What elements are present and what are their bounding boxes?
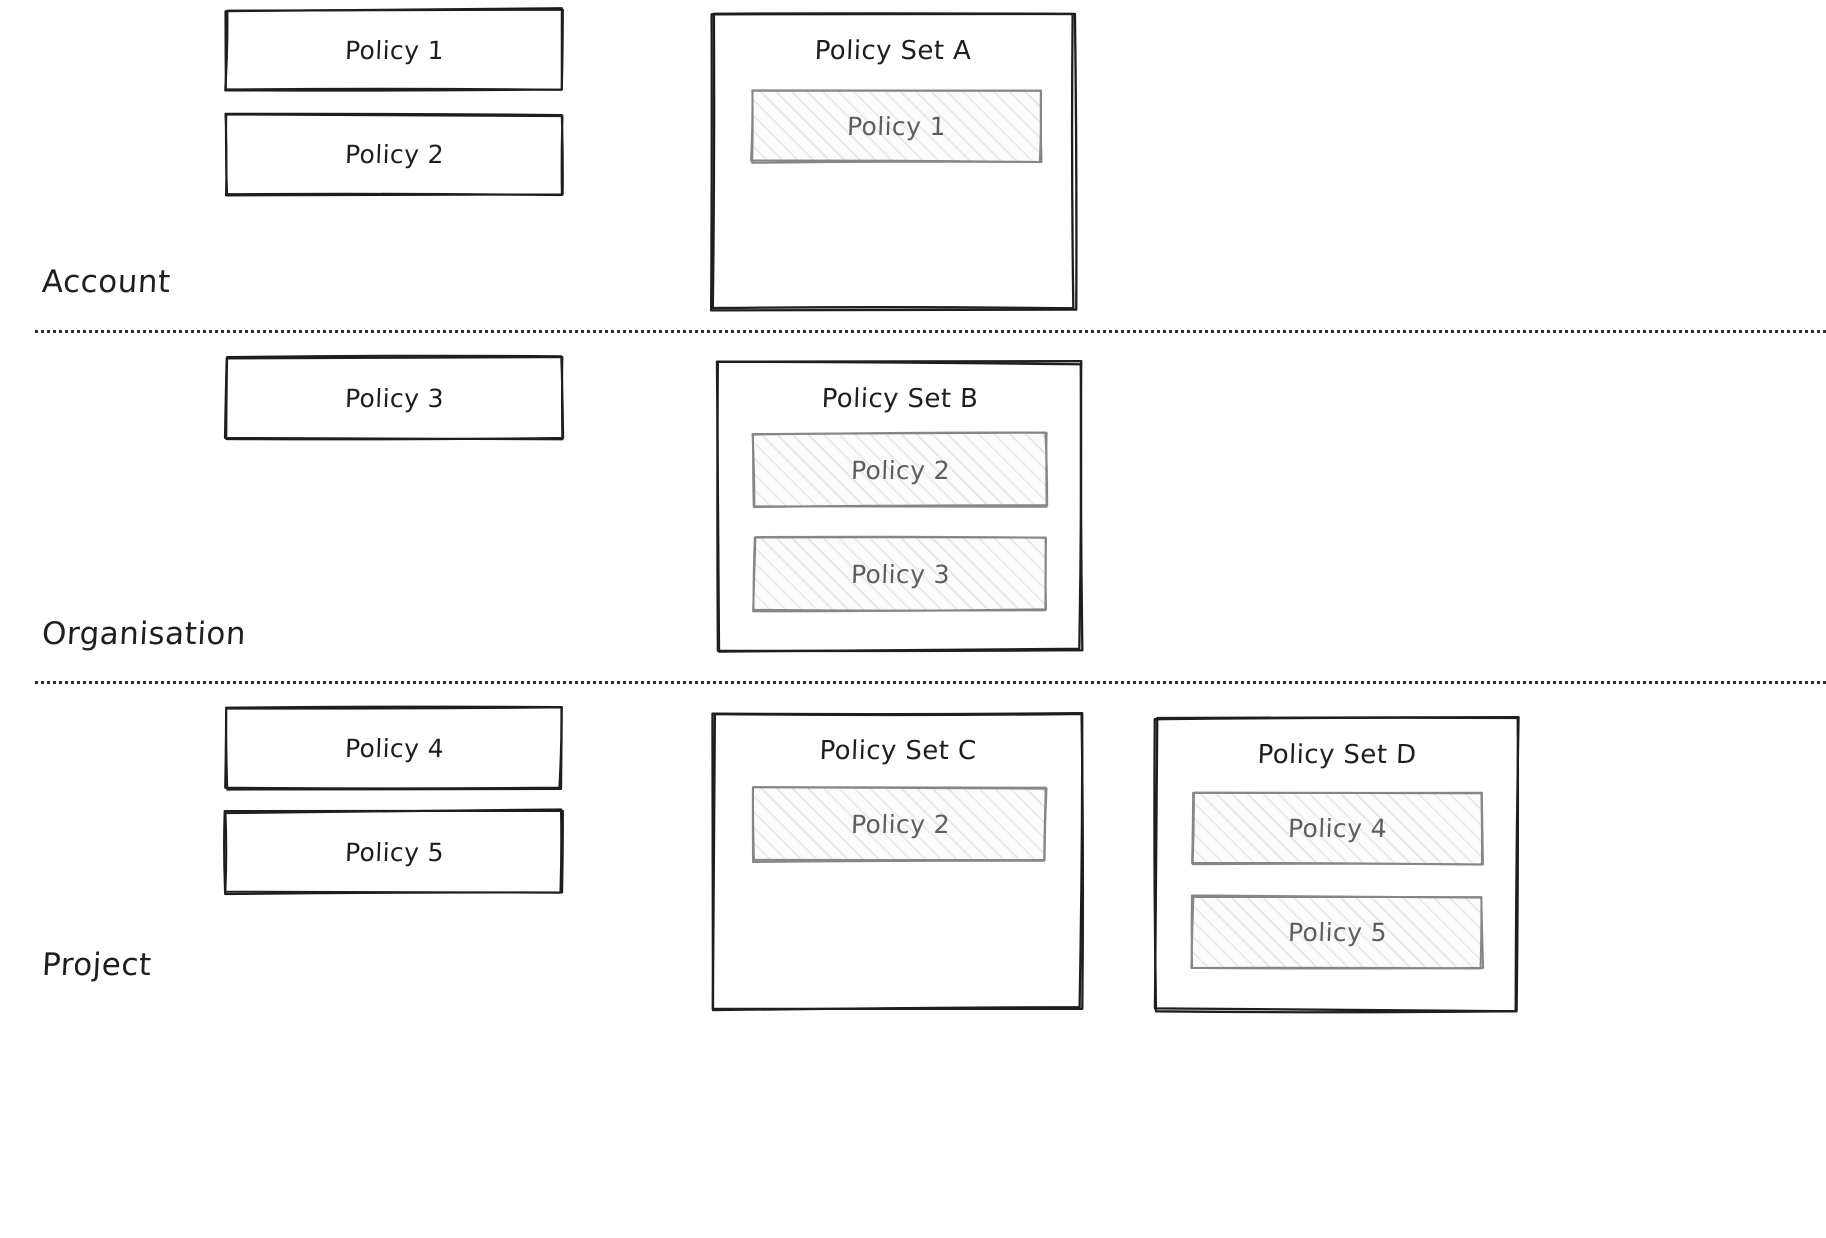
policy-set-member-label: Policy 5 [1287,917,1387,947]
policy-box-label: Policy 3 [344,383,444,413]
policy-set-title: Policy Set D [1257,740,1417,770]
policy-box-label: Policy 4 [344,733,444,763]
tier-label-organisation: Organisation [41,616,248,652]
policy-box-label: Policy 1 [344,35,444,65]
policy-set-setA[interactable]: Policy Set A Policy 1 [709,12,1078,312]
policy-set-setD[interactable]: Policy Set D Policy 4 Policy 5 [1153,715,1520,1014]
policy-set-member-label: Policy 2 [850,809,950,839]
policy-box-p5[interactable]: Policy 5 [223,808,564,896]
policy-box-p4[interactable]: Policy 4 [224,705,563,791]
policy-set-member[interactable]: Policy 5 [1190,894,1485,970]
policy-set-title: Policy Set A [814,36,972,66]
policy-set-title: Policy Set B [821,384,979,414]
policy-box-p2[interactable]: Policy 2 [224,112,564,197]
divider-account-organisation [35,330,1826,333]
policy-set-title: Policy Set C [818,736,978,766]
policy-set-member-label: Policy 4 [1287,813,1387,843]
policy-set-member[interactable]: Policy 3 [752,535,1047,613]
policy-set-member-label: Policy 3 [850,559,950,589]
policy-set-member-label: Policy 2 [850,455,950,485]
policy-set-member[interactable]: Policy 1 [750,89,1043,164]
tier-label-account: Account [41,264,172,300]
policy-box-label: Policy 5 [344,837,444,867]
policy-box-p1[interactable]: Policy 1 [224,7,564,92]
tier-label-project: Project [41,947,153,983]
policy-set-member-label: Policy 1 [846,111,946,141]
divider-organisation-project [35,681,1826,684]
policy-box-label: Policy 2 [344,139,444,169]
policy-set-member[interactable]: Policy 2 [751,431,1049,509]
policy-box-p3[interactable]: Policy 3 [223,354,565,441]
policy-set-member[interactable]: Policy 4 [1191,791,1484,866]
policy-set-setC[interactable]: Policy Set C Policy 2 [711,711,1085,1012]
policy-set-setB[interactable]: Policy Set B Policy 2 Policy 3 [715,359,1084,653]
policy-set-member[interactable]: Policy 2 [751,786,1048,863]
